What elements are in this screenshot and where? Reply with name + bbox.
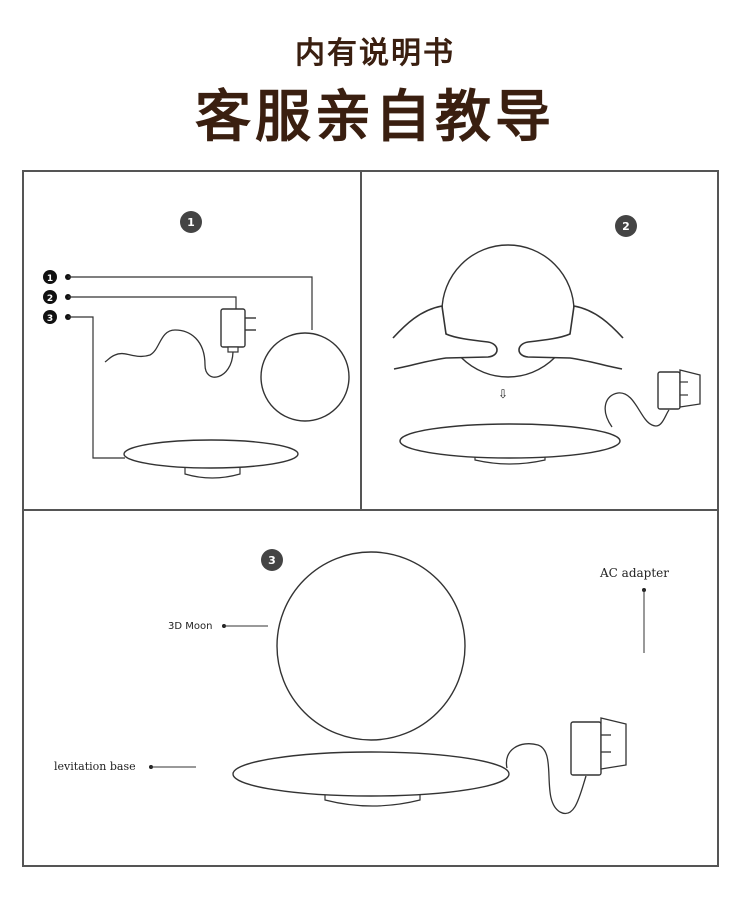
marker-2-number: 2 [47,294,53,304]
right-hand-icon [518,305,624,370]
levitation-base-icon [123,439,299,479]
step-3-badge [261,549,283,571]
levitation-base-icon [399,423,621,465]
leader-1-line [68,276,313,330]
marker-2-badge [43,290,57,304]
marker-3-number: 3 [47,314,53,324]
step-3-number: 3 [268,554,276,567]
step-1-badge [180,211,202,233]
ac-adapter-icon [220,308,256,353]
power-cable-line [604,392,670,428]
panel-step-3: 3 3D Moon levitation base AC adapter [54,549,669,815]
marker-1-number: 1 [47,274,53,284]
ac-adapter-icon [570,717,627,776]
leader-2-line [68,296,237,309]
step-2-number: 2 [622,220,630,233]
moon-sphere-icon [260,332,350,422]
moon-sphere-icon [276,551,466,741]
marker-3-badge [43,310,57,324]
diagram-frame [22,170,719,867]
left-hand-icon [392,305,498,370]
ac-adapter-icon [657,369,701,410]
power-cable-line [505,743,587,815]
label-3d-moon: 3D Moon [168,621,212,632]
panel-step-2: 2 ⇩ [392,215,701,465]
step-2-badge [615,215,637,237]
marker-1-badge [43,270,57,284]
instructions-included-heading: 内有说明书 [295,36,455,71]
label-levitation-base: levitation base [54,760,136,773]
label-ac-adapter: AC adapter [599,566,669,580]
levitation-base-icon [232,751,510,807]
power-cable-line [104,329,234,378]
panel-step-1: 1 1 2 3 [43,211,350,479]
leader-3-line [68,316,125,459]
step-1-number: 1 [187,216,195,229]
customer-service-heading: 客服亲自教导 [195,85,555,150]
down-arrow-icon: ⇩ [498,387,508,401]
